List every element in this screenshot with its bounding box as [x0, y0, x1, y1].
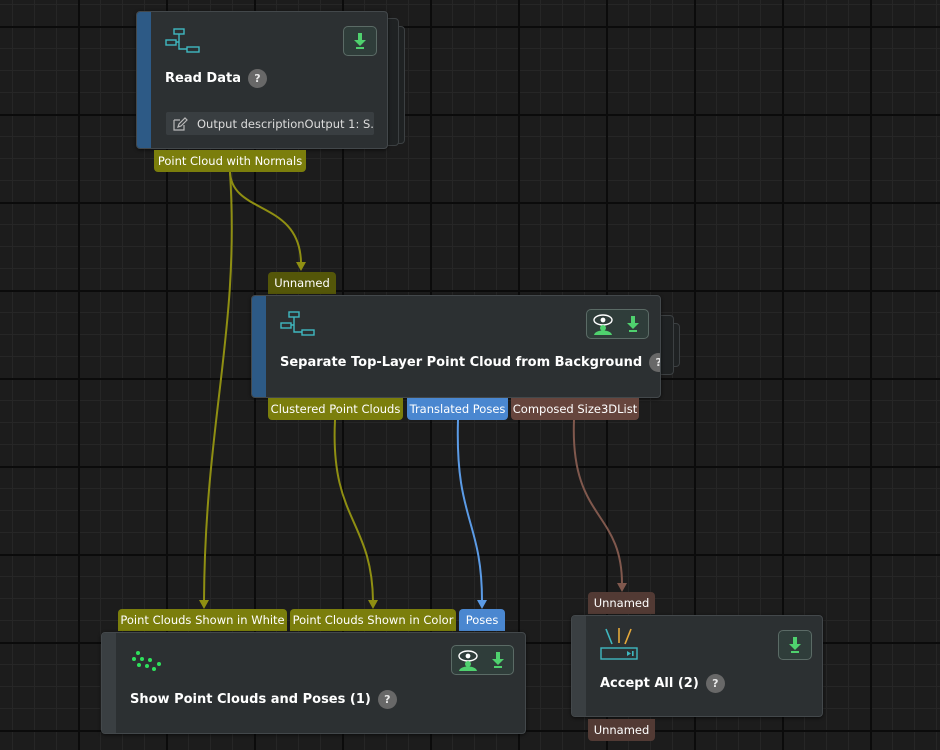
input-port-unnamed[interactable]: Unnamed: [588, 592, 655, 614]
node-accept-all[interactable]: Accept All (2) ?: [571, 615, 823, 717]
output-port-unnamed[interactable]: Unnamed: [588, 719, 655, 741]
output-port-translated-poses[interactable]: Translated Poses: [407, 398, 508, 420]
download-button[interactable]: [778, 630, 812, 660]
node-stripe: [252, 296, 266, 397]
edit-icon: [173, 116, 188, 131]
node-stripe: [572, 616, 586, 716]
visualize-eye-icon[interactable]: [592, 313, 614, 335]
visualize-eye-icon[interactable]: [457, 649, 479, 671]
description-text: Output descriptionOutput 1: S...: [197, 116, 374, 131]
node-title-text: Accept All (2): [600, 676, 699, 691]
input-port-white-clouds[interactable]: Point Clouds Shown in White: [118, 609, 287, 631]
node-stripe: [102, 633, 116, 733]
gateway-icon: [600, 628, 638, 660]
scatter-dots-icon: [132, 651, 161, 671]
download-button[interactable]: [343, 26, 377, 56]
wire-poses-to-show-poses[interactable]: [456, 419, 483, 602]
input-port-color-clouds[interactable]: Point Clouds Shown in Color: [290, 609, 456, 631]
node-title: Separate Top-Layer Point Cloud from Back…: [280, 353, 660, 372]
wire-arrowheads: [199, 262, 627, 609]
wire-size3d-to-accept[interactable]: [572, 419, 623, 585]
node-title-text: Separate Top-Layer Point Cloud from Back…: [280, 355, 643, 370]
node-title: Read Data ?: [165, 69, 267, 88]
node-title-text: Read Data: [165, 71, 241, 86]
help-button[interactable]: ?: [649, 353, 660, 372]
output-port-composed-size3dlist[interactable]: Composed Size3DList: [511, 398, 639, 420]
download-arrow-icon: [784, 634, 806, 656]
node-stripe: [137, 12, 151, 148]
tree-structure-icon: [280, 311, 315, 336]
download-arrow-icon[interactable]: [487, 649, 508, 671]
description-field[interactable]: Output descriptionOutput 1: S...: [166, 112, 374, 135]
input-port-poses[interactable]: Poses: [459, 609, 505, 631]
node-action-buttons: [451, 645, 514, 675]
input-port-unnamed[interactable]: Unnamed: [268, 272, 336, 294]
help-button[interactable]: ?: [377, 690, 397, 709]
wire-clustered-to-show-color[interactable]: [333, 419, 374, 602]
output-port-clustered-point-clouds[interactable]: Clustered Point Clouds: [268, 398, 403, 420]
node-action-buttons: [586, 309, 649, 339]
help-button[interactable]: ?: [247, 69, 267, 88]
node-title-text: Show Point Clouds and Poses (1): [130, 692, 371, 707]
node-title: Show Point Clouds and Poses (1) ?: [130, 690, 397, 709]
download-arrow-icon[interactable]: [622, 313, 643, 335]
download-arrow-icon: [349, 30, 371, 52]
node-read-data[interactable]: Read Data ? Output descriptionOutput 1: …: [136, 11, 388, 149]
node-separate-top-layer[interactable]: Separate Top-Layer Point Cloud from Back…: [251, 295, 661, 398]
wire-read-to-show-white[interactable]: [203, 171, 233, 602]
wire-read-to-separate[interactable]: [229, 171, 302, 264]
help-button[interactable]: ?: [705, 674, 725, 693]
node-show-point-clouds[interactable]: Show Point Clouds and Poses (1) ?: [101, 632, 526, 734]
tree-structure-icon: [165, 28, 200, 53]
node-title: Accept All (2) ?: [600, 674, 725, 693]
output-port-point-cloud-normals[interactable]: Point Cloud with Normals: [154, 150, 306, 172]
